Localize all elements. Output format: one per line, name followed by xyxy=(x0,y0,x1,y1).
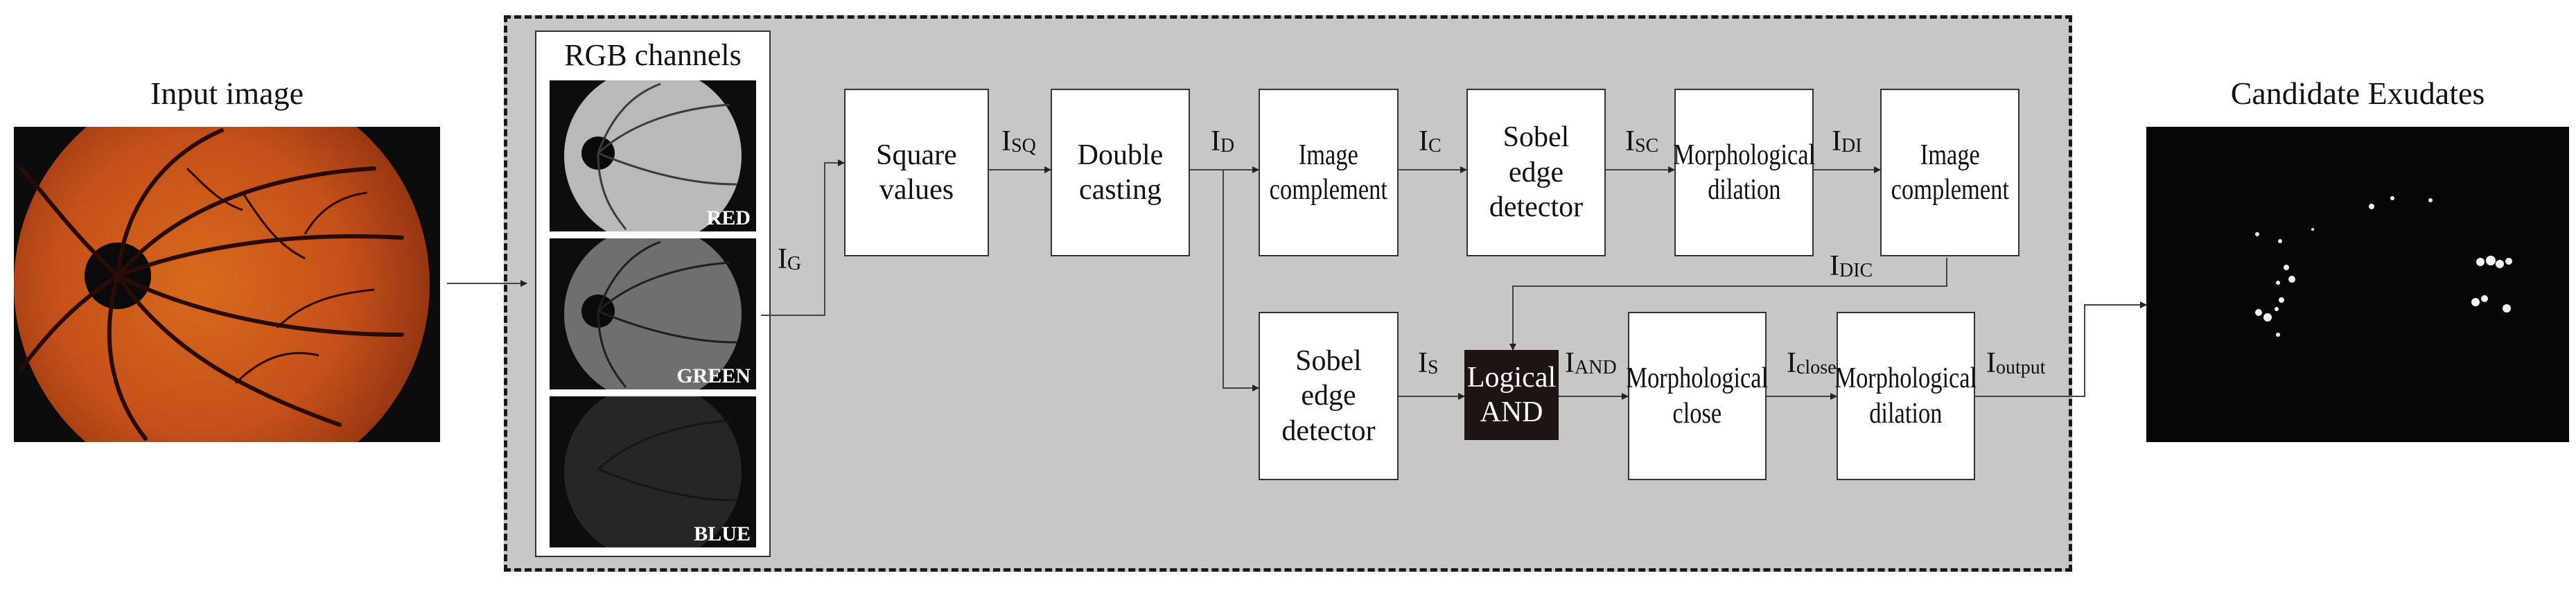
image-complement-block-2: Image complement xyxy=(1880,89,2019,256)
morphological-close-label: Morphological close xyxy=(1626,362,1769,430)
red-channel-image: RED xyxy=(550,80,756,231)
signal-id: ID xyxy=(1211,125,1235,157)
green-channel-image: GREEN xyxy=(550,238,756,389)
signal-isq: ISQ xyxy=(1001,125,1036,157)
signal-isc: ISC xyxy=(1625,125,1659,157)
morphological-dilation-block-1: Morphological dilation xyxy=(1673,89,1815,256)
rgb-channels-title: RGB channels xyxy=(564,38,742,72)
signal-ioutput: Ioutput xyxy=(1986,347,2046,379)
rgb-channels-panel: RGB channels RED GREEN xyxy=(535,30,771,557)
image-complement-label-1: Image complement xyxy=(1269,139,1388,206)
morphological-dilation-block-2: Morphological dilation xyxy=(1834,312,1977,480)
morphological-close-block: Morphological close xyxy=(1626,312,1769,480)
square-values-label: Square values xyxy=(876,139,957,206)
square-values-block: Square values xyxy=(844,89,989,256)
blue-channel-image: BLUE xyxy=(550,396,756,547)
signal-iand: IAND xyxy=(1565,347,1617,379)
sobel-edge-detector-block-1: Sobel edge detector xyxy=(1466,89,1606,256)
sobel-edge-detector-label-2: Sobel edge detector xyxy=(1281,344,1376,447)
double-casting-block: Double casting xyxy=(1051,89,1190,256)
image-complement-label-2: Image complement xyxy=(1891,139,2009,206)
logical-and-block: Logical AND xyxy=(1464,350,1559,440)
signal-is: IS xyxy=(1418,347,1439,379)
signal-ic: IC xyxy=(1419,125,1442,157)
green-channel-label: GREEN xyxy=(676,364,751,387)
sobel-edge-detector-block-2: Sobel edge detector xyxy=(1259,312,1399,480)
candidate-exudates-image xyxy=(2146,127,2569,442)
logical-and-label: Logical AND xyxy=(1466,361,1557,428)
signal-idic: IDIC xyxy=(1830,250,1873,282)
double-casting-label: Double casting xyxy=(1077,139,1164,206)
input-fundus-image xyxy=(14,127,440,442)
image-complement-block-1: Image complement xyxy=(1259,89,1399,256)
output-image-caption: Candidate Exudates xyxy=(2230,76,2485,111)
red-channel-label: RED xyxy=(706,206,751,229)
input-image-caption: Input image xyxy=(150,76,304,111)
signal-idi: IDI xyxy=(1832,125,1862,157)
morphological-dilation-label-2: Morphological dilation xyxy=(1834,362,1977,430)
blue-channel-label: BLUE xyxy=(694,522,751,545)
signal-ig: IG xyxy=(778,243,802,275)
morphological-dilation-label-1: Morphological dilation xyxy=(1673,139,1815,206)
signal-iclose: Iclose xyxy=(1787,347,1837,379)
sobel-edge-detector-label-1: Sobel edge detector xyxy=(1489,121,1584,224)
